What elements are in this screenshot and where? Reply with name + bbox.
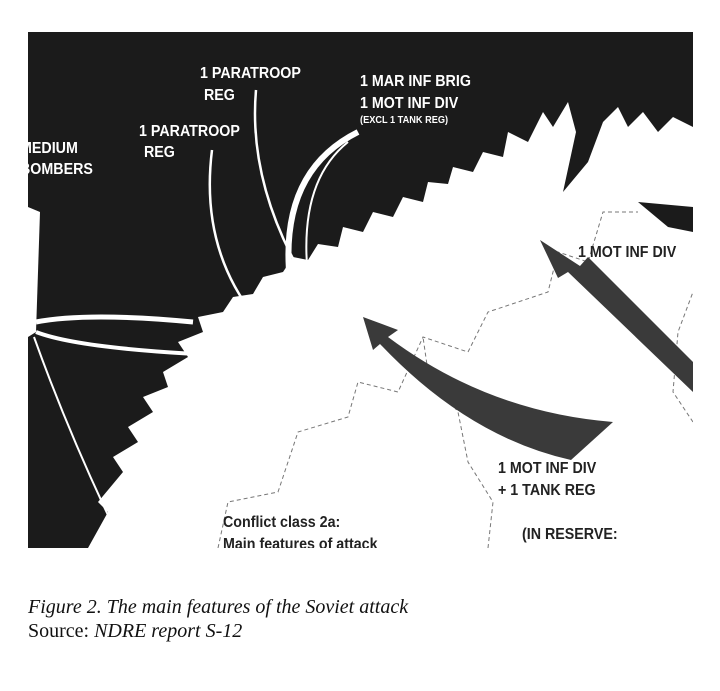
- bomber-arrow-2: [35, 330, 274, 359]
- label-paratroop-north-2: REG: [204, 87, 235, 104]
- source-label: Source:: [28, 620, 90, 642]
- source-value: NDRE report S-12: [94, 620, 243, 642]
- label-marines-2: 1 MOT INF DIV: [360, 95, 459, 112]
- fjord: [638, 202, 693, 232]
- label-paratroop-west-2: REG: [144, 144, 175, 161]
- figure-title: Figure 2. The main features of the Sovie…: [28, 596, 409, 618]
- label-reserve: (IN RESERVE:: [522, 526, 618, 543]
- figure-caption: Figure 2. The main features of the Sovie…: [28, 596, 408, 619]
- map-graphic: [28, 89, 693, 548]
- map-title-1: Conflict class 2a:: [223, 514, 341, 531]
- label-paratroop-north-1: 1 PARATROOP: [200, 65, 301, 82]
- land-mass: [88, 102, 693, 548]
- paratroop-arrow-west: [208, 149, 274, 338]
- border-line: [217, 211, 638, 548]
- attack-map: 1 PARATROOP REG 1 MAR INF BRIG 1 MOT INF…: [28, 32, 693, 548]
- bomber-arrow-1: [35, 314, 194, 325]
- label-bombers-2: BOMBERS: [28, 161, 93, 178]
- marine-arrow: [285, 129, 360, 283]
- label-bombers-1: MEDIUM: [28, 140, 78, 157]
- paratroop-arrow-north: [253, 89, 305, 278]
- map-title-2: Main features of attack: [223, 536, 378, 548]
- south-arrow: [363, 317, 613, 460]
- label-marines-3: (EXCL 1 TANK REG): [360, 115, 449, 126]
- label-south-div-2: + 1 TANK REG: [498, 482, 596, 499]
- bomber-arrow-trunk: [28, 207, 40, 337]
- east-arrow: [540, 240, 693, 392]
- label-marines-1: 1 MAR INF BRIG: [360, 73, 471, 90]
- bomber-arrow-3: [33, 336, 117, 533]
- figure-source: Source: NDRE report S-12: [28, 620, 242, 643]
- marine-arrow-branch: [305, 141, 349, 278]
- label-paratroop-west-1: 1 PARATROOP: [139, 123, 240, 140]
- label-south-div-1: 1 MOT INF DIV: [498, 460, 597, 477]
- label-east-div: 1 MOT INF DIV: [578, 244, 677, 261]
- border-line-2: [422, 336, 494, 548]
